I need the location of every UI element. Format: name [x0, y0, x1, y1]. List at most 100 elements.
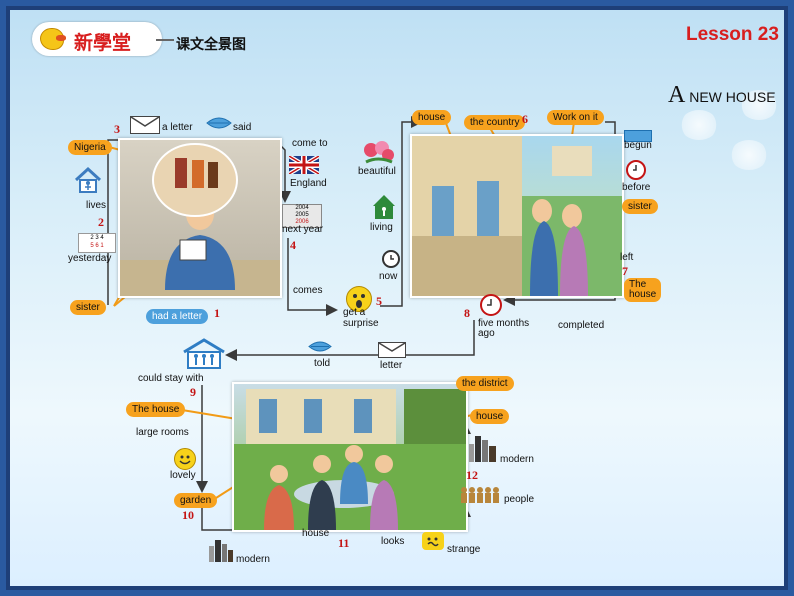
lesson-name-initial: A: [668, 82, 686, 108]
strange-face-icon: [422, 532, 444, 550]
label-modern-bottom: modern: [236, 554, 270, 565]
step-number-7: 7: [622, 264, 628, 278]
label-said: said: [233, 122, 252, 133]
envelope-icon: [130, 116, 160, 134]
blossom-decoration: [730, 140, 768, 170]
blossom-decoration: [740, 90, 778, 120]
step-number-12: 12: [466, 468, 478, 482]
label-yesterday: yesterday: [68, 253, 112, 264]
surprised-face-icon: [346, 286, 372, 312]
uk-flag-icon: [287, 154, 321, 176]
garden-illustration: [234, 389, 466, 530]
tag-house-right: house: [470, 409, 510, 424]
lips-icon: [206, 116, 232, 130]
label-house-bottom: house: [302, 528, 330, 539]
letter-envelope-icon: [378, 342, 406, 358]
flow-line-3: [380, 116, 423, 307]
blossom-decoration: [680, 110, 718, 140]
label-now: now: [379, 271, 398, 282]
calendar-top: 2 3 4: [90, 235, 104, 241]
flow-line-6: [225, 320, 475, 361]
clock-before-icon: [626, 160, 646, 180]
tag-the-district: the district: [456, 376, 514, 391]
calendar-bottom: 5 6 1: [90, 243, 104, 249]
label-told: told: [314, 358, 331, 369]
lesson-name-rest: NEW HOUSE: [689, 89, 776, 105]
year-calendar-line-1: 2004: [295, 205, 309, 211]
tag-the-house-left: The house: [126, 402, 186, 417]
page-subtitle: 课文全景图: [176, 36, 246, 52]
step-number-4: 4: [290, 238, 296, 252]
label-modern-right: modern: [500, 454, 534, 465]
label-letter: letter: [380, 360, 403, 371]
label-could-stay-with: could stay with: [138, 373, 204, 384]
label-ago: ago: [478, 328, 495, 339]
tag-house-top: house: [412, 110, 452, 125]
label-completed: completed: [558, 320, 605, 331]
tag-the-house-right-line-1: The: [629, 279, 647, 290]
told-lips-icon: [308, 340, 332, 353]
label-a-letter: a letter: [162, 122, 193, 133]
label-five-months: five months: [478, 318, 530, 329]
tag-had-a-letter: had a letter: [146, 309, 209, 324]
clock-ago-icon: [480, 294, 502, 316]
people-crowd-icon: [460, 484, 500, 504]
modern-city-icon: [468, 434, 498, 462]
lesson-title: Lesson 23: [686, 24, 779, 45]
step-number-10: 10: [182, 508, 194, 522]
step-number-1: 1: [214, 306, 220, 320]
photo-man-with-letter: [118, 138, 282, 298]
label-come-to: come to: [292, 138, 328, 149]
calendar-icon: 2 3 4 5 6 1: [78, 233, 116, 253]
year-calendar-icon: 2004 2005 2006: [282, 204, 322, 228]
label-lovely: lovely: [170, 470, 196, 481]
publisher-logo: 新學堂: [32, 22, 162, 56]
step-number-9: 9: [190, 385, 196, 399]
label-strange: strange: [447, 544, 481, 555]
photo-garden-people: [232, 382, 468, 532]
step-number-11: 11: [338, 536, 350, 550]
flowers-icon: [362, 140, 396, 164]
label-comes: comes: [293, 285, 323, 296]
label-next-year: next year: [282, 224, 324, 235]
label-england: England: [290, 178, 327, 189]
tag-work-on-it: Work on it: [547, 110, 604, 125]
label-surprise: surprise: [343, 318, 379, 329]
step-number-6: 6: [522, 112, 528, 126]
smiley-icon: [174, 448, 196, 470]
house-person-icon: [74, 166, 102, 194]
step-number-5: 5: [376, 294, 382, 308]
house-couple-illustration: [412, 136, 622, 296]
logo-divider: [156, 39, 174, 41]
flow-line-2: [287, 238, 338, 316]
year-calendar-line-3: 2006: [295, 219, 309, 225]
label-before: before: [622, 182, 651, 193]
year-calendar-line-2: 2005: [295, 212, 309, 218]
tag-sister-right: sister: [622, 199, 658, 214]
logo-text: 新學堂: [74, 32, 132, 54]
clapper-icon: [624, 130, 652, 142]
label-left: left: [620, 252, 634, 263]
label-beautiful: beautiful: [358, 166, 396, 177]
lesson-name: A NEW HOUSE: [668, 82, 776, 109]
step-number-2: 2: [98, 215, 104, 229]
step-number-8: 8: [464, 306, 470, 320]
label-people: people: [504, 494, 535, 505]
label-get-a: get a: [343, 307, 366, 318]
label-begun: begun: [624, 140, 652, 151]
label-looks: looks: [381, 536, 405, 547]
bird-logo-icon: [40, 28, 66, 50]
living-house-icon: [372, 194, 396, 220]
family-house-icon: [182, 338, 226, 370]
tag-the-country: the country: [464, 115, 526, 130]
man-illustration: [120, 143, 280, 296]
clock-icon: [382, 250, 400, 268]
step-number-3: 3: [114, 122, 120, 136]
tag-the-house-right: The house: [624, 278, 662, 302]
slide-frame: 新學堂 课文全景图 Lesson 23 A NEW HOUSE: [6, 6, 788, 590]
tag-sister: sister: [70, 300, 106, 315]
tag-the-house-right-line-2: house: [629, 289, 657, 300]
label-lives: lives: [86, 200, 107, 211]
label-living: living: [370, 222, 393, 233]
